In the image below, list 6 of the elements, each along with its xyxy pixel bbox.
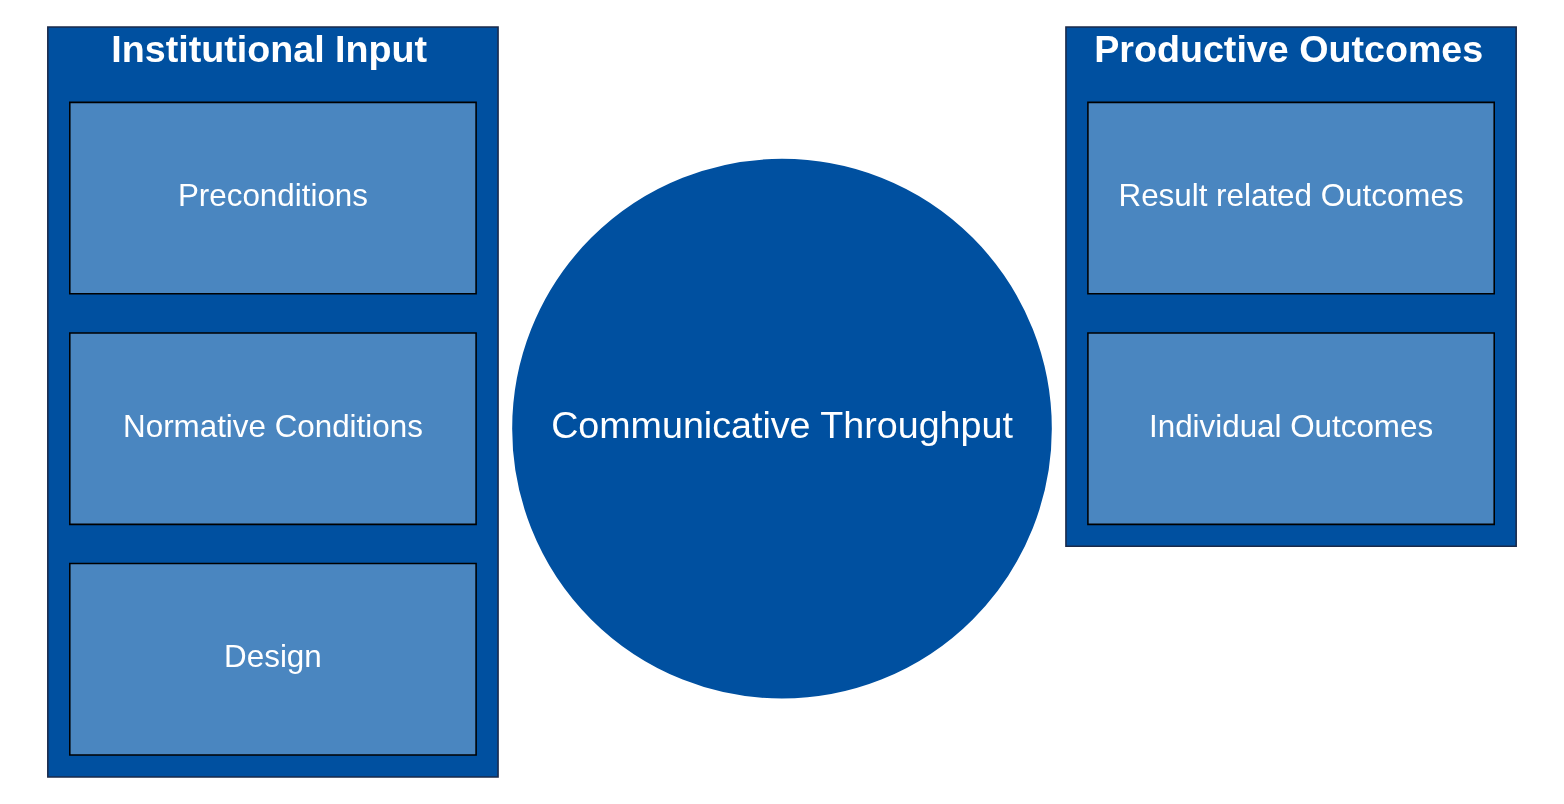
node-box: Normative Conditions bbox=[69, 332, 477, 526]
node-box: Preconditions bbox=[69, 101, 477, 295]
node-box: Result related Outcomes bbox=[1087, 101, 1495, 295]
node-box: Individual Outcomes bbox=[1087, 332, 1495, 526]
node-box: Design bbox=[69, 562, 477, 756]
node-circle: Communicative Throughput bbox=[509, 155, 1055, 702]
